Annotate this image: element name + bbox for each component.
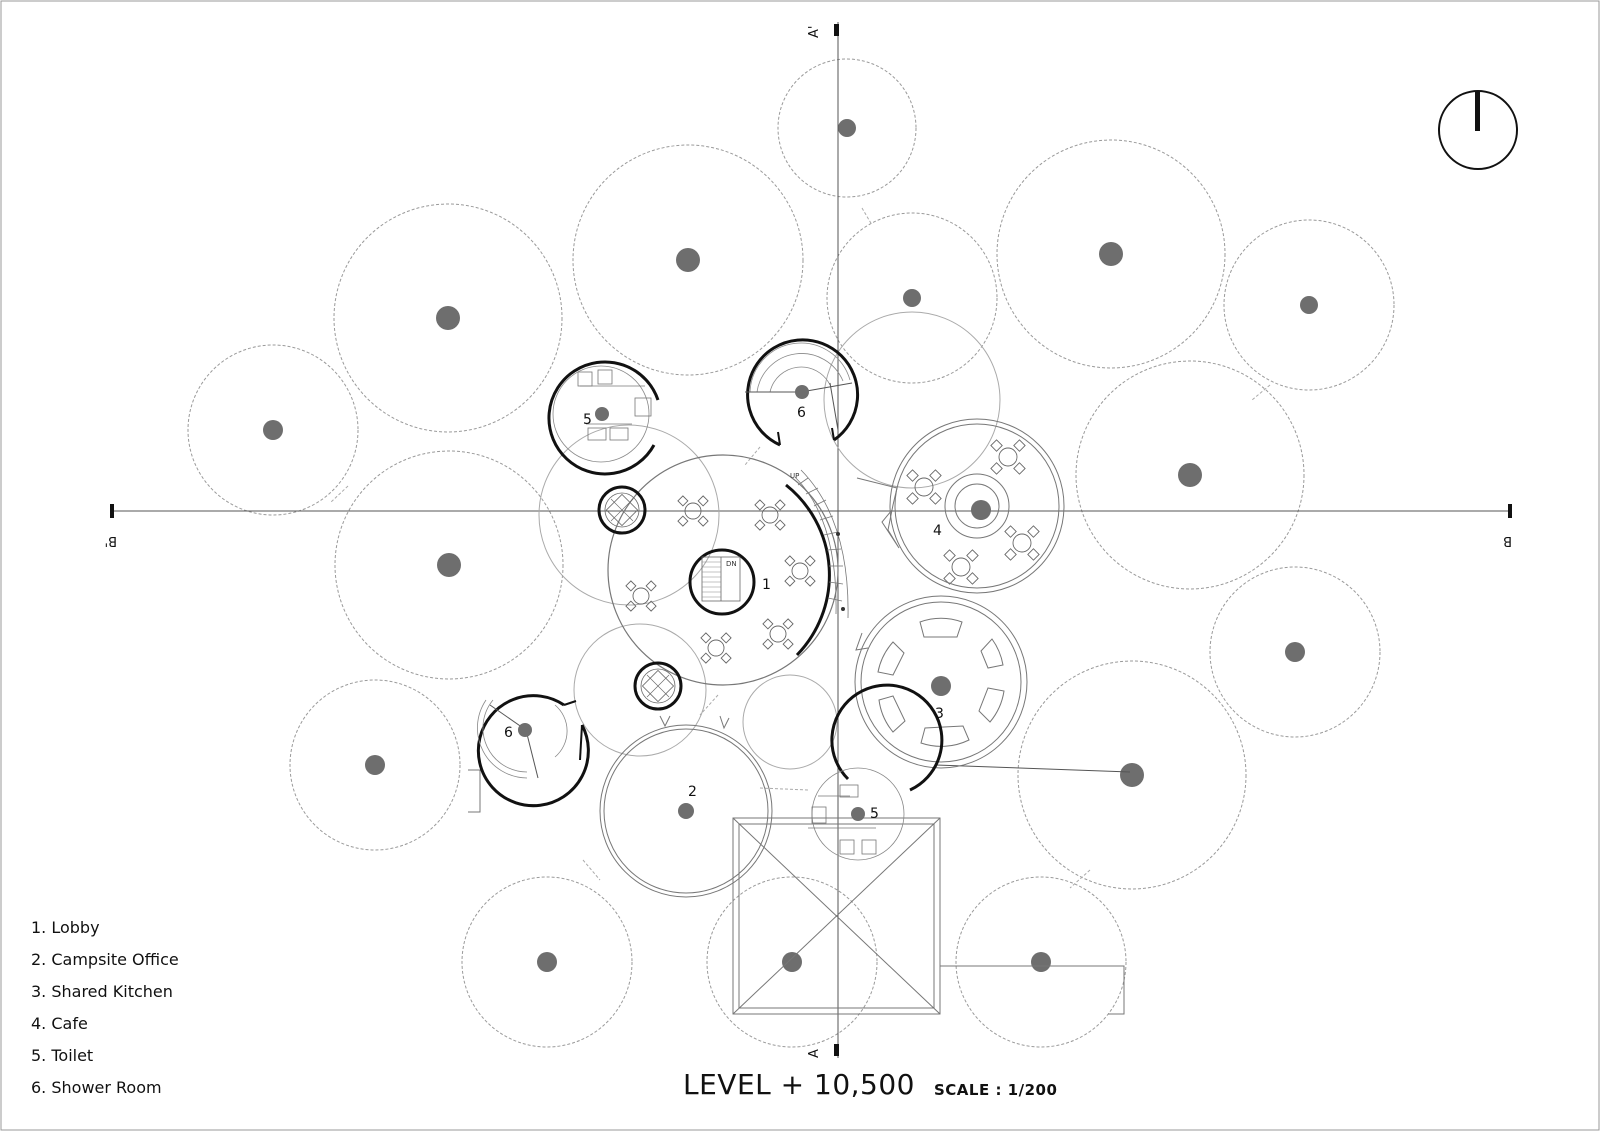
small-column-lower: [633, 661, 683, 711]
section-label-a-top: A': [807, 26, 822, 38]
cafe-room: [856, 418, 1065, 594]
section-label-b-right: B: [1503, 533, 1512, 548]
stair-post: [836, 532, 840, 536]
tree-trunk: [365, 755, 385, 775]
stair-post: [841, 607, 845, 611]
stair-up-label: UP: [790, 472, 799, 480]
tree-trunk: [263, 420, 283, 440]
stair-down-label: DN: [726, 560, 737, 568]
tree-canopy-icon: [955, 876, 1127, 1048]
tree-canopy-icon: [334, 450, 564, 680]
section-markers: [110, 24, 1512, 1056]
table-set-icon: [700, 632, 732, 664]
room-legend: 1. Lobby 2. Campsite Office 3. Shared Ki…: [31, 918, 179, 1110]
tree-trunk: [1120, 763, 1144, 787]
section-label-b-left: B': [105, 533, 118, 548]
shower-upper: [745, 338, 860, 447]
tree-trunk: [1300, 296, 1318, 314]
scale-label: SCALE : 1/200: [934, 1081, 1058, 1099]
tree-trunk: [782, 952, 802, 972]
level-title: LEVEL + 10,500: [683, 1068, 915, 1101]
kitchen-counters: [877, 617, 1005, 747]
stair-core: [688, 548, 756, 616]
table-set-icon: [677, 495, 709, 527]
small-column-left: [597, 485, 647, 535]
room-number-lobby: 1: [762, 577, 771, 593]
toilet-upper: [547, 360, 660, 476]
table-set-icon: [762, 618, 794, 650]
table-sets: [625, 439, 1040, 664]
spiral-stair-icon: [794, 469, 849, 619]
tree-canopy-icon: [1223, 219, 1395, 391]
tree-trunks: [263, 119, 1318, 972]
tree-canopy-icon: [572, 144, 804, 376]
tree-canopy-icon: [1017, 660, 1247, 890]
room-number-office: 2: [688, 784, 697, 800]
legend-item: 3. Shared Kitchen: [31, 982, 173, 1001]
tree-canopy-icon: [289, 679, 461, 851]
office-room: [599, 715, 773, 898]
toilet-lower: [808, 683, 944, 861]
legend-item: 6. Shower Room: [31, 1078, 162, 1097]
tree-canopies: [187, 58, 1395, 1048]
deck-structure: [468, 769, 1125, 1015]
tree-trunk: [838, 119, 856, 137]
tree-canopy-icon: [187, 344, 359, 516]
section-label-a-bottom: A: [807, 1049, 822, 1058]
kitchen-room: [854, 595, 1028, 769]
tree-canopy-icon: [996, 139, 1226, 369]
tree-canopy-icon: [1075, 360, 1305, 590]
room-number-shower-upper: 6: [797, 405, 806, 421]
room-columns: [518, 385, 991, 821]
tree-trunk: [903, 289, 921, 307]
tree-trunk: [437, 553, 461, 577]
room-number-toilet-upper: 5: [583, 412, 592, 428]
shower-lower: [476, 694, 590, 808]
tree-trunk: [676, 248, 700, 272]
north-arrow-icon: [1438, 90, 1518, 170]
tree-canopy-icon: [461, 876, 633, 1048]
connector-links: [329, 207, 1271, 889]
room-number-cafe: 4: [933, 523, 942, 539]
tree-canopy-icon: [1209, 566, 1381, 738]
tree-trunk: [1099, 242, 1123, 266]
tree-trunk: [436, 306, 460, 330]
tree-trunk: [1178, 463, 1202, 487]
tree-canopy-icon: [706, 876, 878, 1048]
table-set-icon: [784, 555, 816, 587]
tree-canopy-icon: [333, 203, 563, 433]
legend-item: 5. Toilet: [31, 1046, 94, 1065]
table-set-icon: [990, 439, 1026, 475]
table-set-icon: [625, 580, 657, 612]
table-set-icon: [754, 499, 786, 531]
legend-item: 4. Cafe: [31, 1014, 88, 1033]
tree-trunk: [1031, 952, 1051, 972]
table-set-icon: [943, 549, 979, 585]
tree-canopy-icon: [826, 212, 998, 384]
table-set-icon: [906, 469, 942, 505]
legend-item: 1. Lobby: [31, 918, 100, 937]
legend-item: 2. Campsite Office: [31, 950, 179, 969]
table-set-icon: [1004, 525, 1040, 561]
room-number-toilet-lower: 5: [870, 806, 879, 822]
faint-room-outlines: [538, 311, 1001, 770]
section-axes: [114, 22, 1509, 1058]
lobby-curved-wall: [785, 483, 831, 657]
room-number-kitchen: 3: [935, 706, 944, 722]
lobby-room: [607, 454, 839, 686]
room-number-shower-lower: 6: [504, 725, 513, 741]
tree-trunk: [537, 952, 557, 972]
tree-canopy-icon: [777, 58, 917, 198]
tree-trunk: [1285, 642, 1305, 662]
